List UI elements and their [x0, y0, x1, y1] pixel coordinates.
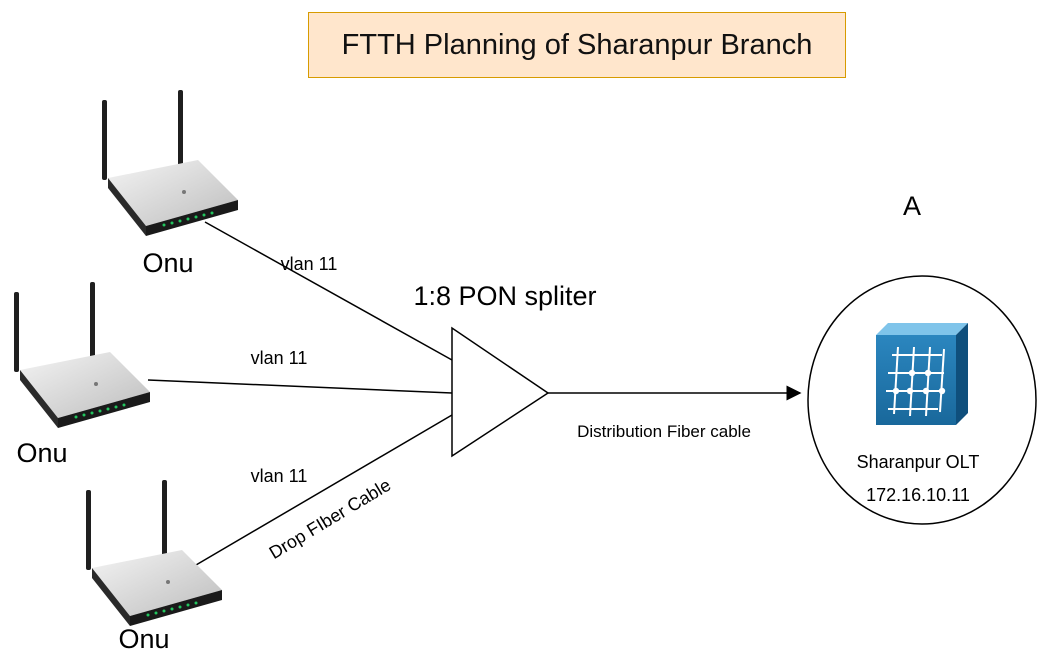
drop-cable-label: Drop FIber Cable [266, 475, 395, 563]
onu3-link [195, 414, 453, 566]
onu-router-icon [102, 90, 238, 236]
onu-label: Onu [16, 438, 67, 468]
switch-cube-icon [876, 323, 968, 425]
vlan-label: vlan 11 [251, 466, 308, 486]
pon-splitter-icon [451, 326, 550, 458]
vlan-label: vlan 11 [281, 254, 338, 274]
onu-router-icon [14, 282, 150, 428]
onu1-link [204, 221, 453, 361]
distribution-cable-label: Distribution Fiber cable [577, 422, 751, 441]
vlan-label: vlan 11 [251, 348, 308, 368]
olt-ip: 172.16.10.11 [866, 485, 970, 505]
diagram-title: FTTH Planning of Sharanpur Branch [308, 12, 846, 78]
onu-router-icon [86, 480, 222, 626]
olt-marker: A [903, 191, 921, 221]
onu2-link [147, 379, 453, 394]
splitter-label: 1:8 PON spliter [413, 281, 596, 311]
onu-label: Onu [118, 624, 169, 654]
onu-label: Onu [142, 248, 193, 278]
olt-name: Sharanpur OLT [857, 452, 980, 472]
